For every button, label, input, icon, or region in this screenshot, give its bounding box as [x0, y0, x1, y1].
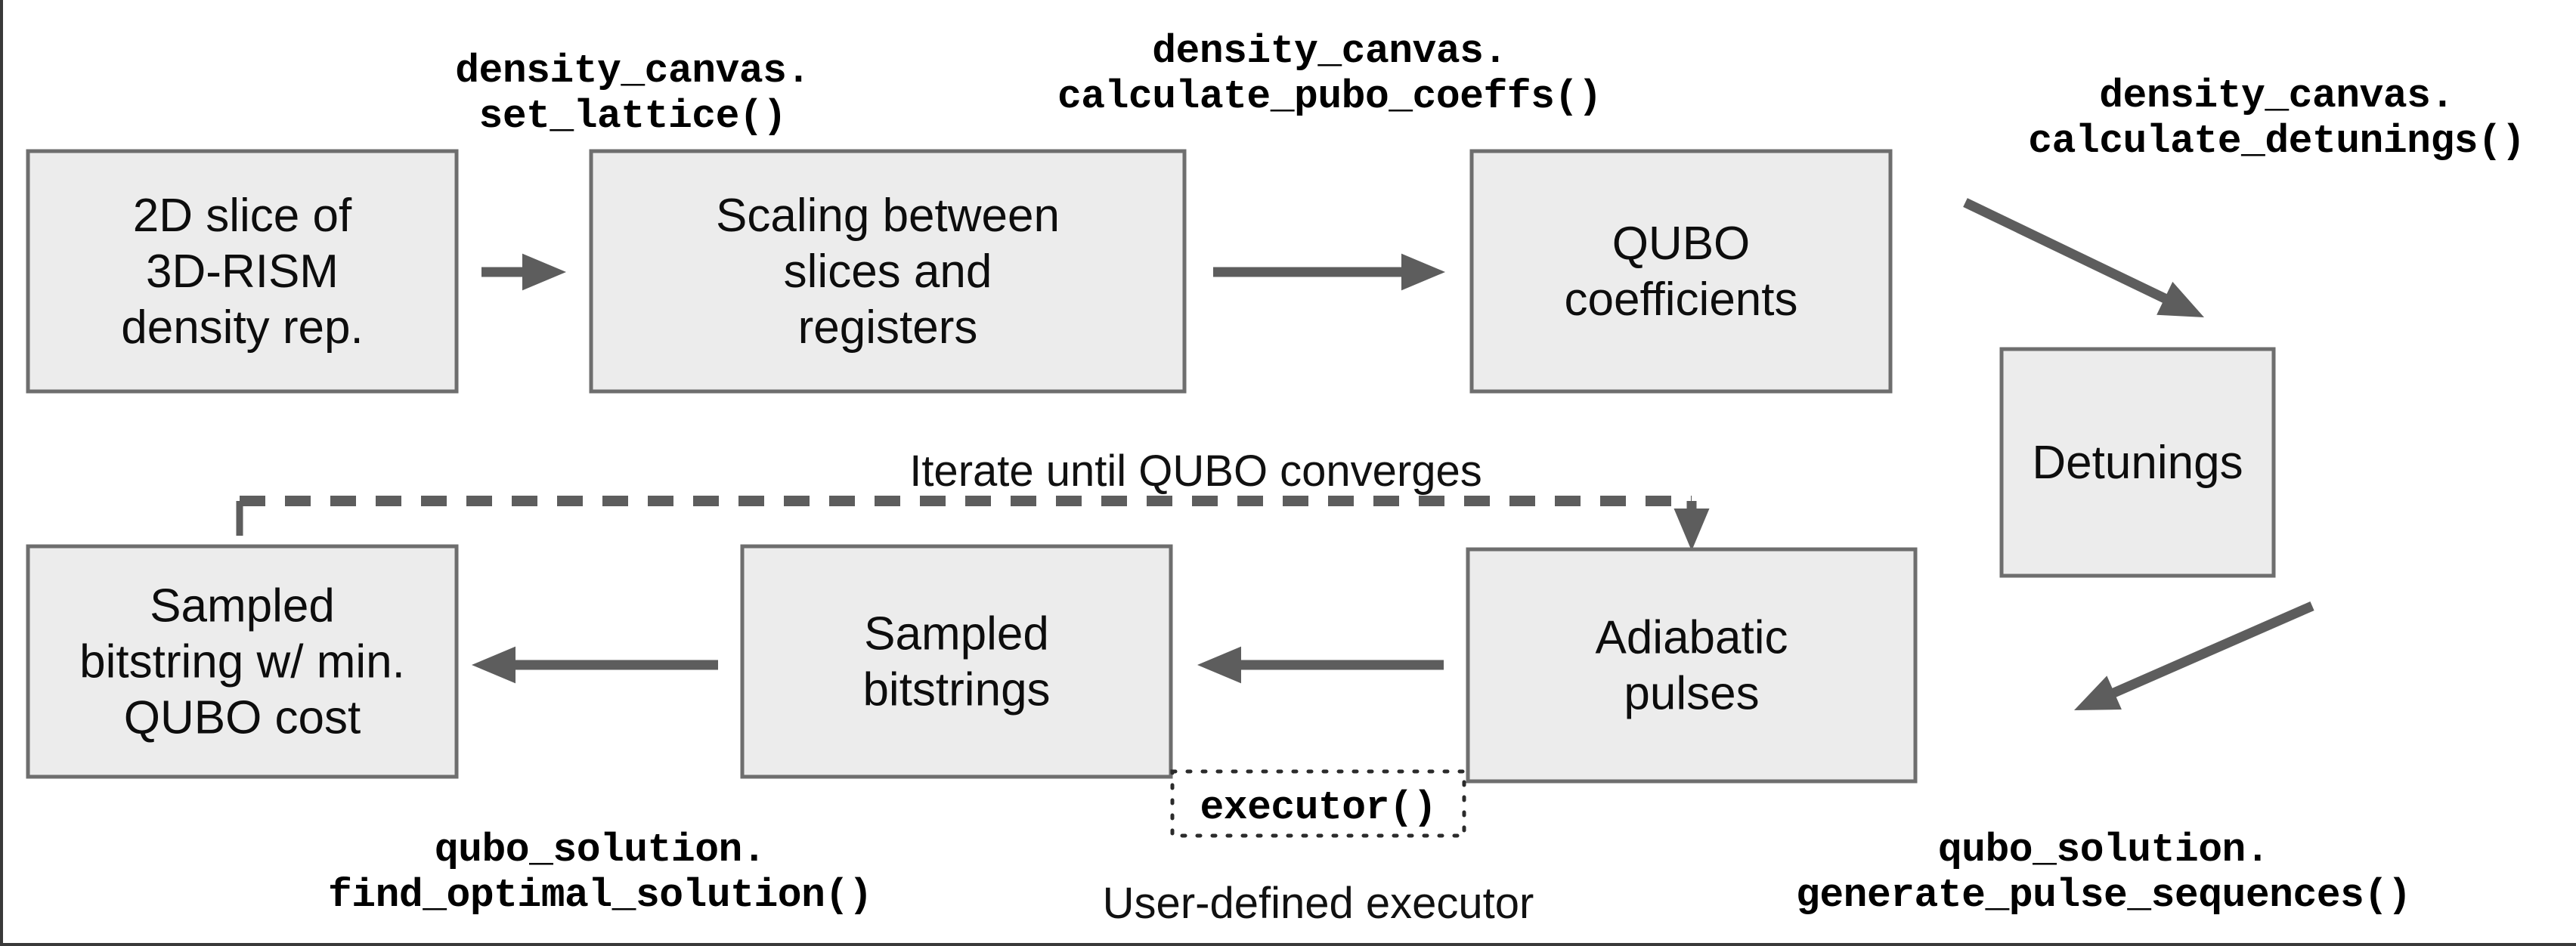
- arrow-bitstrings-to-minimum-head: [472, 646, 516, 684]
- node-qubo-coeffs-rect[interactable]: [1469, 149, 1893, 394]
- node-slice-rect[interactable]: [26, 149, 459, 394]
- arrow-loop-feedback: [236, 496, 1710, 551]
- arrow-scaling-to-qubo: [1213, 253, 1445, 291]
- executor-code-label: executor(): [1200, 785, 1436, 830]
- node-detunings[interactable]: Detunings: [1999, 347, 2276, 578]
- code-label-set-lattice: density_canvas.set_lattice(): [455, 48, 810, 139]
- arrow-slice-to-scaling-head: [522, 253, 566, 291]
- arrow-qubo-to-detunings-head: [2156, 281, 2204, 317]
- arrow-qubo-to-detunings: [1963, 198, 2204, 317]
- node-scaling-rect[interactable]: [589, 149, 1187, 394]
- executor-caption: User-defined executor: [1103, 879, 1534, 928]
- arrow-pulses-to-bitstrings: [1197, 646, 1444, 684]
- arrow-detunings-to-pulses: [2074, 601, 2314, 710]
- loop-label: Iterate until QUBO converges: [909, 447, 1482, 496]
- code-label-generate-pulses: qubo_solution.generate_pulse_sequences(): [1796, 827, 2411, 918]
- arrow-bitstrings-to-minimum: [472, 646, 718, 684]
- arrow-detunings-to-pulses-head: [2074, 675, 2122, 710]
- arrow-detunings-to-pulses-line: [2109, 601, 2314, 699]
- node-detunings-label: Detunings: [2032, 437, 2243, 489]
- node-sampled-bits-rect[interactable]: [740, 544, 1173, 779]
- arrow-qubo-to-detunings-line: [1963, 198, 2170, 305]
- executor-group[interactable]: executor(): [1170, 769, 1466, 838]
- labels-layer: density_canvas.set_lattice() density_canv…: [328, 29, 2525, 928]
- executor-dotted-box[interactable]: [1170, 769, 1466, 838]
- node-detunings-rect[interactable]: [1999, 347, 2276, 578]
- arrow-scaling-to-qubo-head: [1401, 253, 1445, 291]
- arrows-layer: [236, 198, 2314, 710]
- node-adiabatic-rect[interactable]: [1466, 547, 1918, 784]
- arrow-slice-to-scaling: [481, 253, 566, 291]
- arrow-loop-feedback-head: [1673, 509, 1710, 551]
- node-sampled-min-rect[interactable]: [26, 544, 459, 779]
- code-label-calc-pubo: density_canvas.calculate_pubo_coeffs(): [1057, 29, 1602, 119]
- arrow-pulses-to-bitstrings-head: [1197, 646, 1241, 684]
- code-label-find-optimal: qubo_solution.find_optimal_solution(): [328, 827, 872, 918]
- code-label-calc-detunings: density_canvas.calculate_detunings(): [2028, 73, 2525, 164]
